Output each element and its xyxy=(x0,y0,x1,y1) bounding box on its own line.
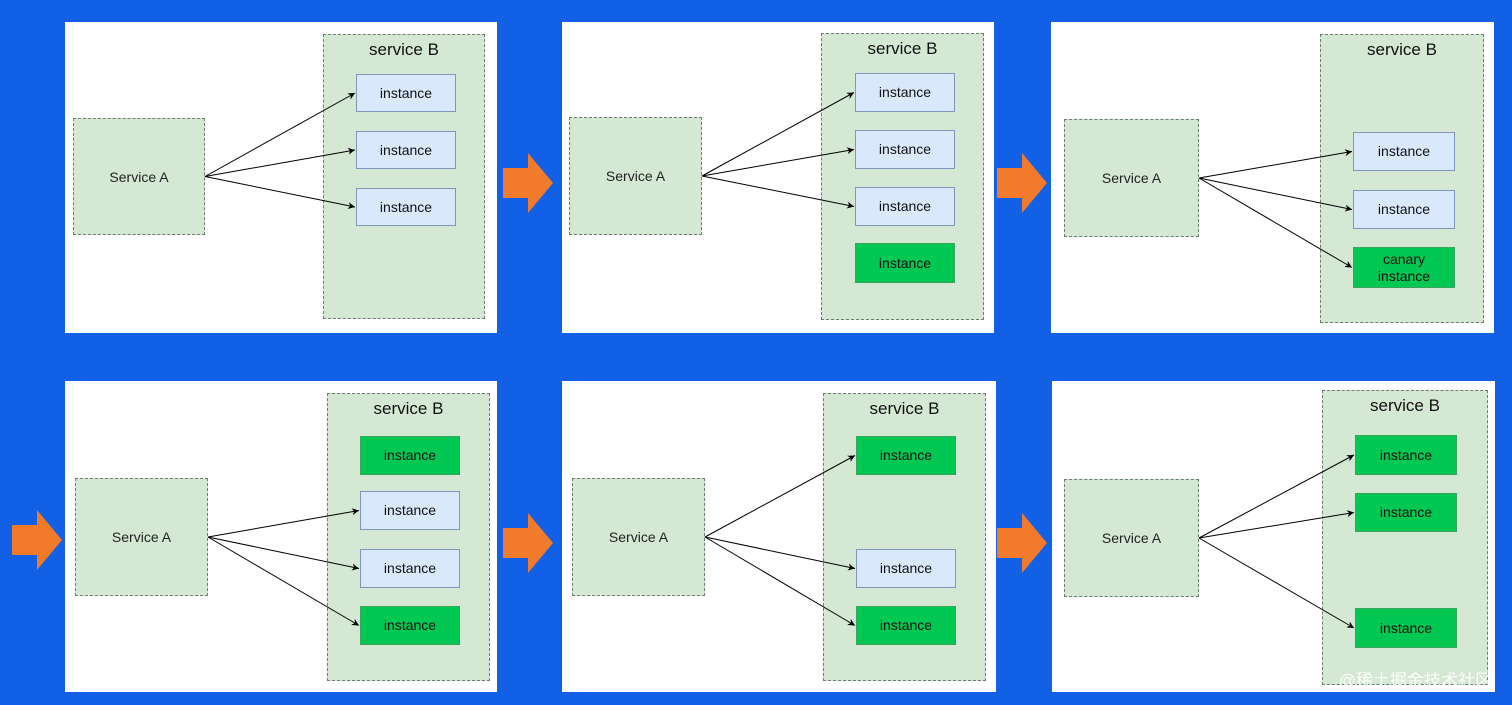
instance-label: instance xyxy=(383,502,437,518)
service-a-label: Service A xyxy=(1101,170,1162,186)
new-instance-box: instance xyxy=(1355,493,1457,532)
service-a-box: Service A xyxy=(572,478,705,596)
old-instance-box: instance xyxy=(855,73,955,112)
orange-right-arrow-icon xyxy=(997,153,1047,213)
service-a-box: Service A xyxy=(1064,479,1199,597)
old-instance-box: instance xyxy=(856,549,956,588)
service-a-box: Service A xyxy=(73,118,205,235)
instance-label: instance xyxy=(878,141,932,157)
instance-label: instance xyxy=(379,198,433,215)
orange-right-arrow-icon xyxy=(12,510,62,570)
service-b-title: service B xyxy=(1370,396,1440,415)
instance-label: instance xyxy=(379,84,433,101)
service-a-label: Service A xyxy=(111,529,172,545)
service-a-box: Service A xyxy=(1064,119,1199,237)
old-instance-box: instance xyxy=(356,74,456,112)
service-a-box: Service A xyxy=(75,478,208,596)
orange-right-arrow-icon xyxy=(503,513,553,573)
old-instance-box: instance xyxy=(360,491,460,530)
old-instance-box: instance xyxy=(360,549,460,588)
instance-label: instance xyxy=(879,447,933,463)
old-instance-box: instance xyxy=(855,187,955,226)
old-instance-box: instance xyxy=(356,188,456,226)
service-a-label: Service A xyxy=(1101,530,1162,546)
orange-right-arrow-icon xyxy=(503,153,553,213)
service-b-title: service B xyxy=(373,399,444,418)
instance-label: instance xyxy=(383,447,437,463)
instance-label: instance xyxy=(879,617,933,633)
instance-label: instance xyxy=(879,560,933,576)
instance-label: instance xyxy=(1379,619,1433,636)
service-a-label: Service A xyxy=(608,529,669,545)
old-instance-box: instance xyxy=(1353,132,1455,171)
instance-label: instance xyxy=(1379,446,1433,463)
service-a-label: Service A xyxy=(605,168,666,184)
old-instance-box: instance xyxy=(855,130,955,169)
instance-label: instance xyxy=(878,198,932,214)
service-b-title: service B xyxy=(369,40,439,59)
instance-label: instance xyxy=(1377,143,1431,159)
old-instance-box: instance xyxy=(1353,190,1455,229)
instance-label: instance xyxy=(1379,504,1433,520)
old-instance-box: instance xyxy=(356,131,456,169)
new-instance-box: instance xyxy=(855,243,955,283)
new-instance-box: instance xyxy=(856,606,956,645)
service-b-title: service B xyxy=(1367,40,1437,59)
instance-label: instance xyxy=(383,560,437,576)
new-instance-box: instance xyxy=(1355,435,1457,475)
service-a-label: Service A xyxy=(109,168,169,185)
new-instance-box: instance xyxy=(360,606,460,645)
new-instance-box: instance xyxy=(1355,608,1457,648)
instance-label: instance xyxy=(878,254,932,271)
new-instance-box: instance xyxy=(360,436,460,475)
service-b-title: service B xyxy=(867,39,938,58)
watermark-text: @稀土掘金技术社区 xyxy=(1338,671,1492,690)
service-a-box: Service A xyxy=(569,117,702,235)
instance-label: instance xyxy=(379,141,433,158)
instance-label: instance xyxy=(383,617,437,633)
service-b-title: service B xyxy=(869,399,940,418)
instance-label: instance xyxy=(1377,201,1431,217)
instance-label: instance xyxy=(878,84,932,100)
orange-right-arrow-icon xyxy=(997,513,1047,573)
new-instance-box: instance xyxy=(856,436,956,475)
